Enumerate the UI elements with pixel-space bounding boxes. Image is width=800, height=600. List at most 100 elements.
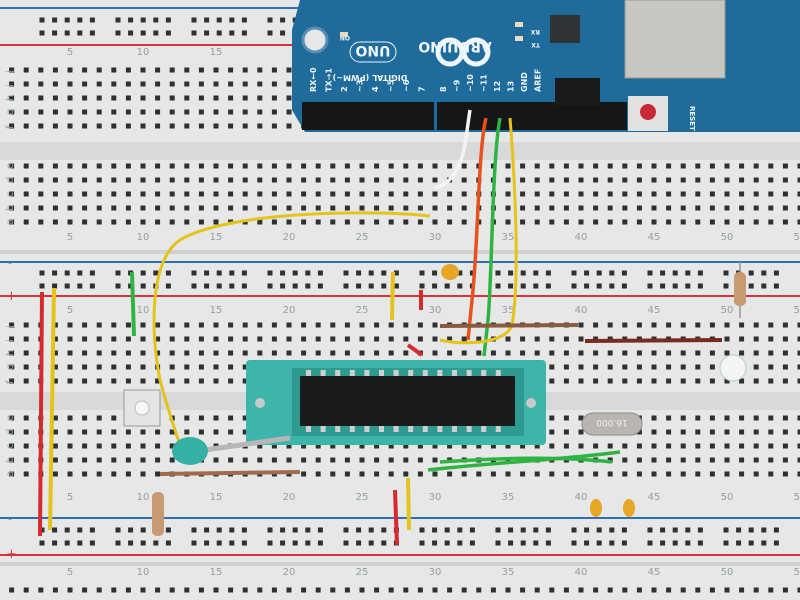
hole[interactable] (505, 205, 511, 211)
hole[interactable] (198, 350, 204, 356)
hole[interactable] (82, 219, 88, 225)
hole[interactable] (52, 350, 58, 356)
hole[interactable] (82, 205, 88, 211)
hole[interactable] (315, 457, 321, 463)
rail-hole[interactable] (89, 270, 95, 276)
hole[interactable] (23, 95, 29, 101)
hole[interactable] (739, 191, 745, 197)
hole[interactable] (242, 322, 248, 328)
hole[interactable] (709, 457, 715, 463)
hole[interactable] (125, 457, 131, 463)
hole[interactable] (768, 336, 774, 342)
rail-hole[interactable] (191, 527, 197, 533)
hole[interactable] (155, 191, 161, 197)
hole[interactable] (271, 191, 277, 197)
rail-hole[interactable] (191, 270, 197, 276)
hole[interactable] (257, 205, 263, 211)
hole[interactable] (768, 322, 774, 328)
hole[interactable] (782, 457, 788, 463)
hole[interactable] (768, 364, 774, 370)
rail-hole[interactable] (267, 283, 273, 289)
hole[interactable] (709, 322, 715, 328)
hole[interactable] (739, 378, 745, 384)
hole[interactable] (198, 177, 204, 183)
hole[interactable] (797, 205, 800, 211)
hole[interactable] (666, 415, 672, 421)
hole[interactable] (534, 163, 540, 169)
hole[interactable] (96, 378, 102, 384)
hole[interactable] (213, 336, 219, 342)
hole[interactable] (257, 123, 263, 129)
hole[interactable] (140, 81, 146, 87)
rail-hole[interactable] (64, 270, 70, 276)
hole[interactable] (563, 350, 569, 356)
hole[interactable] (169, 95, 175, 101)
hole[interactable] (432, 205, 438, 211)
hole[interactable] (286, 457, 292, 463)
hole[interactable] (490, 443, 496, 449)
hole[interactable] (403, 443, 409, 449)
hole[interactable] (768, 219, 774, 225)
hole[interactable] (636, 219, 642, 225)
rail-hole[interactable] (165, 540, 171, 546)
rail-hole[interactable] (773, 283, 779, 289)
hole[interactable] (549, 378, 555, 384)
hole[interactable] (82, 81, 88, 87)
hole[interactable] (155, 350, 161, 356)
rail-hole[interactable] (533, 527, 539, 533)
rail-hole[interactable] (444, 283, 450, 289)
hole[interactable] (768, 443, 774, 449)
hole[interactable] (286, 67, 292, 73)
rail-hole[interactable] (280, 270, 286, 276)
hole[interactable] (739, 163, 745, 169)
hole[interactable] (52, 336, 58, 342)
hole[interactable] (82, 457, 88, 463)
hole[interactable] (23, 205, 29, 211)
hole[interactable] (315, 350, 321, 356)
hole[interactable] (9, 191, 15, 197)
hole[interactable] (680, 177, 686, 183)
rail-hole[interactable] (609, 527, 615, 533)
hole[interactable] (709, 219, 715, 225)
hole[interactable] (753, 336, 759, 342)
rail-hole[interactable] (204, 527, 210, 533)
hole[interactable] (140, 457, 146, 463)
hole[interactable] (797, 443, 800, 449)
hole[interactable] (695, 191, 701, 197)
rail-hole[interactable] (305, 283, 311, 289)
hole[interactable] (184, 109, 190, 115)
hole[interactable] (666, 443, 672, 449)
hole[interactable] (782, 364, 788, 370)
hole[interactable] (82, 95, 88, 101)
hole[interactable] (213, 95, 219, 101)
hole[interactable] (520, 336, 526, 342)
hole[interactable] (330, 471, 336, 477)
rail-hole[interactable] (343, 283, 349, 289)
hole[interactable] (96, 457, 102, 463)
rail-hole[interactable] (736, 527, 742, 533)
hole[interactable] (242, 123, 248, 129)
rail-hole[interactable] (761, 270, 767, 276)
hole[interactable] (724, 471, 730, 477)
hole[interactable] (271, 322, 277, 328)
hole[interactable] (228, 322, 234, 328)
hole[interactable] (607, 205, 613, 211)
hole[interactable] (476, 443, 482, 449)
hole[interactable] (432, 587, 438, 593)
hole[interactable] (622, 177, 628, 183)
hole[interactable] (9, 163, 15, 169)
hole[interactable] (242, 415, 248, 421)
hole[interactable] (271, 109, 277, 115)
hole[interactable] (38, 205, 44, 211)
rail-hole[interactable] (697, 540, 703, 546)
hole[interactable] (534, 191, 540, 197)
hole[interactable] (23, 364, 29, 370)
rail-hole[interactable] (52, 17, 58, 23)
hole[interactable] (520, 443, 526, 449)
hole[interactable] (213, 457, 219, 463)
hole[interactable] (184, 163, 190, 169)
hole[interactable] (330, 163, 336, 169)
hole[interactable] (23, 81, 29, 87)
rail-hole[interactable] (723, 283, 729, 289)
hole[interactable] (125, 429, 131, 435)
